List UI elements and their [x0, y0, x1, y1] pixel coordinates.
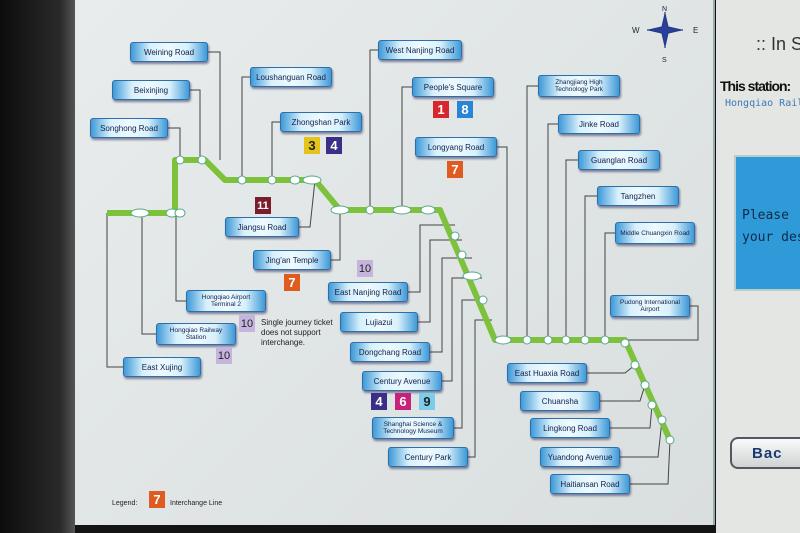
station-jingan-temple[interactable]: Jing'an Temple — [253, 250, 331, 270]
station-pudong-airport[interactable]: Pudong International Airport — [610, 295, 690, 317]
compass-icon — [647, 12, 683, 48]
line-badge-7: 7 — [284, 274, 300, 291]
legend-badge: 7 — [149, 491, 165, 508]
station-dongchang-road[interactable]: Dongchang Road — [350, 342, 430, 362]
compass-w: W — [632, 26, 640, 35]
line-badge-4: 4 — [371, 393, 387, 410]
screen-bezel — [0, 0, 75, 533]
station-jinke-road[interactable]: Jinke Road — [558, 114, 640, 134]
line-badge-1: 1 — [433, 101, 449, 118]
current-station: Hongqiao Railwa — [725, 98, 800, 109]
legend-text: Interchange Line — [170, 500, 223, 507]
line-badge-8: 8 — [457, 101, 473, 118]
interchange-note: Single journey ticket does not support i… — [261, 318, 333, 347]
line-badge-4: 4 — [326, 137, 342, 154]
station-century-avenue[interactable]: Century Avenue — [362, 371, 442, 391]
station-east-xujing[interactable]: East Xujing — [123, 357, 201, 377]
station-beixinjing[interactable]: Beixinjing — [112, 80, 190, 100]
station-jiangsu-road[interactable]: Jiangsu Road — [225, 217, 299, 237]
line-badge-9: 9 — [419, 393, 435, 410]
compass-s: S — [662, 57, 667, 64]
station-haitiansan-road[interactable]: Haitiansan Road — [550, 474, 630, 494]
panel-title: :: In S — [756, 34, 800, 54]
line-badge-10: 10 — [239, 315, 255, 332]
line-badge-7: 7 — [447, 161, 463, 178]
station-century-park[interactable]: Century Park — [388, 447, 468, 467]
legend-label: Legend: — [112, 500, 138, 507]
back-button[interactable]: Bac — [730, 437, 800, 469]
station-longyang-road[interactable]: Longyang Road — [415, 137, 497, 157]
station-tangzhen[interactable]: Tangzhen — [597, 186, 679, 206]
station-science-museum[interactable]: Shanghai Science & Technology Museum — [372, 417, 454, 439]
station-middle-chuangxin[interactable]: Middle Chuangxin Road — [615, 222, 695, 244]
station-dots — [130, 155, 675, 445]
station-chuansha[interactable]: Chuansha — [520, 391, 600, 411]
station-loushanguan-road[interactable]: Loushanguan Road — [250, 67, 332, 87]
station-lingkong-road[interactable]: Lingkong Road — [530, 418, 610, 438]
station-west-nanjing-road[interactable]: West Nanjing Road — [378, 40, 462, 60]
right-panel: :: In S This station: Hongqiao Railwa Pl… — [716, 0, 800, 533]
station-guanglan-road[interactable]: Guanglan Road — [578, 150, 660, 170]
station-hongqiao-airport-t2[interactable]: Hongqiao Airport Terminal 2 — [186, 290, 266, 312]
station-zhongshan-park[interactable]: Zhongshan Park — [280, 112, 362, 132]
line-badge-3: 3 — [304, 137, 320, 154]
station-hongqiao-railway[interactable]: Hongqiao Railway Station — [156, 323, 236, 345]
station-peoples-square[interactable]: People's Square — [412, 77, 494, 97]
station-weining-road[interactable]: Weining Road — [130, 42, 208, 62]
station-yuandong-avenue[interactable]: Yuandong Avenue — [540, 447, 620, 467]
station-lujiazui[interactable]: Lujiazui — [340, 312, 418, 332]
line-badge-6: 6 — [395, 393, 411, 410]
compass-n: N — [662, 6, 667, 13]
line-badge-10: 10 — [216, 347, 232, 364]
line-badge-11: 11 — [255, 197, 271, 214]
station-east-nanjing-road[interactable]: East Nanjing Road — [328, 282, 408, 302]
destination-prompt[interactable]: Please your des — [734, 155, 800, 291]
leader-lines — [106, 49, 699, 485]
station-songhong-road[interactable]: Songhong Road — [90, 118, 168, 138]
station-east-huaxia-road[interactable]: East Huaxia Road — [507, 363, 587, 383]
this-station-label: This station: — [720, 78, 791, 94]
compass-e: E — [693, 26, 698, 35]
line-badge-10: 10 — [357, 260, 373, 277]
station-zhangjiang[interactable]: Zhangjiang High Technology Park — [538, 75, 620, 97]
